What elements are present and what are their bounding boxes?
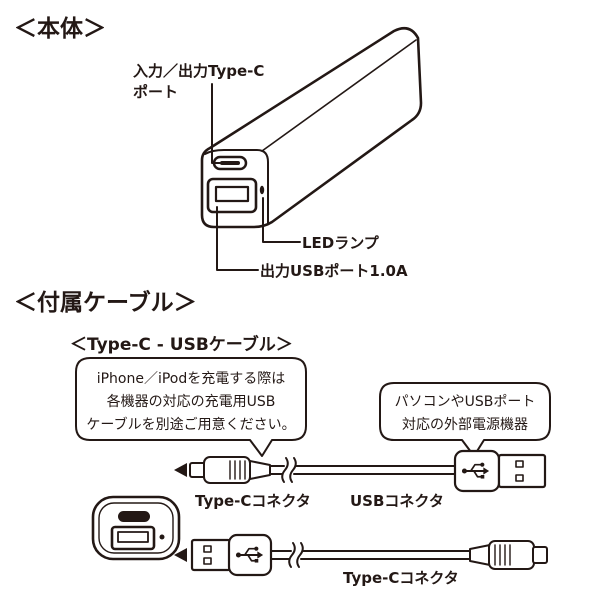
usb-plug-hole <box>515 460 524 468</box>
cable-1 <box>174 449 547 493</box>
power-bank-body <box>200 26 423 229</box>
type-c-plug-tip <box>532 546 548 564</box>
cable-2 <box>174 533 548 577</box>
usb-port-inner <box>214 185 250 203</box>
front-view-inner <box>98 502 174 554</box>
strain-relief <box>249 460 271 480</box>
type-c-plug-tip <box>189 462 206 478</box>
type-c-plug-boot <box>488 540 535 570</box>
callout-led <box>262 197 301 243</box>
callout-usb-port <box>216 206 259 271</box>
usb-plug-hole <box>203 545 212 553</box>
front-view-type-c-port <box>118 511 150 522</box>
power-bank-illustration <box>200 26 423 229</box>
cable-break-mark <box>289 457 297 483</box>
usb-plug-metal <box>190 538 232 572</box>
usb-plug-hole <box>515 474 524 482</box>
cable1-usb-label: USBコネクタ <box>350 492 444 510</box>
led-label: LEDランプ <box>302 234 380 252</box>
callout-type-c-port <box>211 83 227 164</box>
strain-relief <box>469 544 491 566</box>
type-c-plug-boot <box>203 456 251 484</box>
cable1-type-c-label: Type-Cコネクタ <box>195 492 311 510</box>
cable-break-mark <box>288 542 296 568</box>
usb-port <box>206 177 258 214</box>
arrow-left-icon <box>174 548 187 562</box>
accessories-heading: ＜付属ケーブル＞ <box>14 289 197 316</box>
power-bank-top-ridge <box>261 39 417 152</box>
type-c-port-label-line2: ポート <box>133 83 178 101</box>
note-right-line-1: パソコンやUSBポート <box>395 394 536 410</box>
power-bank-front-view <box>91 495 181 561</box>
usb-plug-metal <box>497 453 547 489</box>
front-view-outer <box>91 495 181 561</box>
cable2-type-c-label: Type-Cコネクタ <box>343 569 459 587</box>
note-bubble-right <box>379 382 551 457</box>
front-view-usb-port-inner <box>117 531 149 543</box>
front-view-usb-port <box>110 525 156 551</box>
type-c-port-label: 入力／出力Type-C <box>133 62 264 80</box>
front-view-led <box>159 534 165 540</box>
led-lamp <box>259 185 265 195</box>
usb-plug-hole <box>203 557 212 565</box>
note-right-line-2: 対応の外部電源機器 <box>402 417 528 433</box>
note-left-line-1: iPhone／iPodを充電する際は <box>97 371 286 387</box>
usb-port-label: 出力USBポート1.0A <box>260 262 408 280</box>
cable-break-mark <box>281 457 289 483</box>
cable-break-mark <box>296 542 304 568</box>
power-bank-front-face-edge <box>204 149 269 224</box>
note-bubble-left <box>75 357 307 457</box>
arrow-left-icon <box>174 463 187 477</box>
note-left-line-3: ケーブルを別途ご用意ください。 <box>86 416 295 433</box>
main-unit-heading: ＜本体＞ <box>14 16 106 42</box>
note-left-line-2: 各機器の対応の充電用USB <box>107 394 276 410</box>
cable-heading: ＜Type-C - USBケーブル＞ <box>70 334 293 355</box>
